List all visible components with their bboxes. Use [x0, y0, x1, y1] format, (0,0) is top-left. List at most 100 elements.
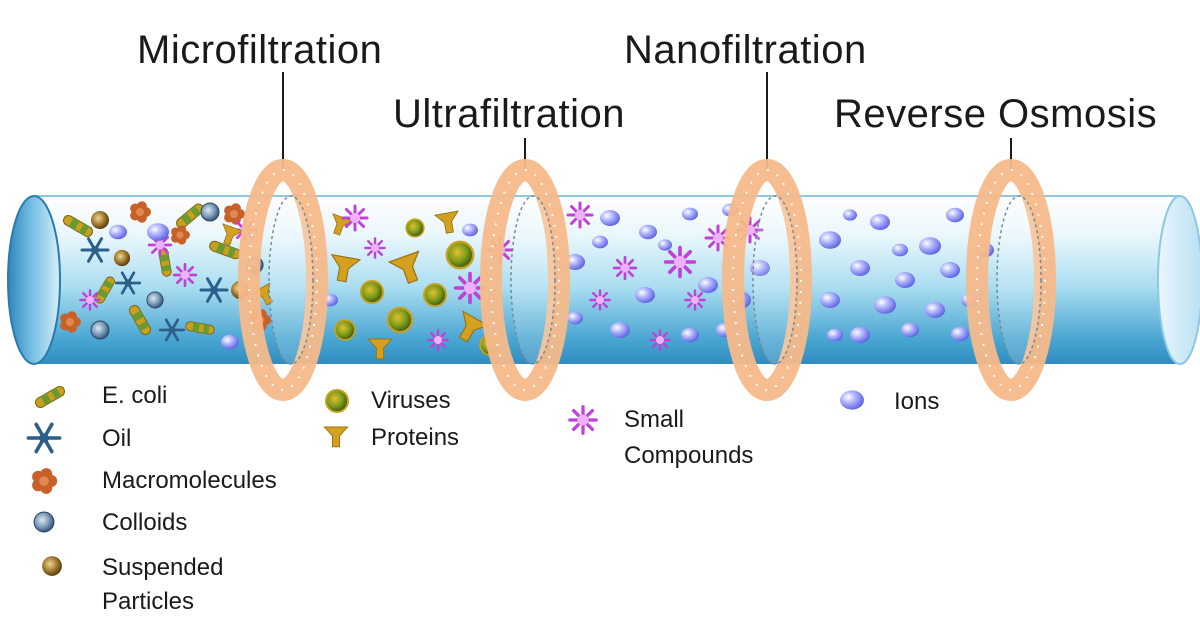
- membrane-ring: [722, 159, 812, 401]
- ecoli-particle: [62, 215, 94, 237]
- ion-particle: [600, 210, 620, 226]
- ion-particle: [919, 237, 941, 255]
- small-compound-particle: [172, 262, 198, 288]
- ion-particle: [940, 262, 960, 278]
- ecoli-particle: [129, 304, 151, 336]
- oil-particle: [26, 422, 62, 454]
- ion-particle: [827, 328, 843, 342]
- ultrafiltration-label: Ultrafiltration: [393, 92, 626, 136]
- oil-particle: [114, 271, 142, 295]
- ion-particle: [639, 224, 657, 240]
- microfiltration-label: Microfiltration: [137, 28, 383, 72]
- small-compound-particle: [568, 405, 598, 435]
- tube-right-end: [1157, 195, 1200, 365]
- ion-particle: [951, 326, 969, 342]
- small-compound-particle: [684, 289, 706, 311]
- ecoli-particle: [34, 386, 66, 408]
- virus-particle: [386, 306, 414, 334]
- ion-particle: [635, 287, 655, 303]
- legend-viruses-label: Viruses: [371, 387, 451, 414]
- virus-particle: [405, 218, 425, 238]
- ion-particle: [892, 243, 908, 257]
- legend-oil-label: Oil: [102, 425, 132, 452]
- ion-particle: [843, 209, 857, 221]
- small-compound-particle: [649, 329, 671, 351]
- ecoli-particle: [185, 321, 215, 335]
- legend-proteins-label: Proteins: [371, 424, 460, 451]
- small-compound-particle: [566, 201, 594, 229]
- ion-particle: [820, 292, 840, 308]
- ion-particle: [874, 296, 896, 314]
- ion-particle: [946, 207, 964, 223]
- nanofiltration-label: Nanofiltration: [624, 28, 867, 72]
- ion-particle: [610, 322, 630, 338]
- colloid-particle: [200, 202, 220, 222]
- colloid-particle: [146, 291, 164, 309]
- virus-particle: [360, 280, 384, 304]
- ecoli-particle: [209, 240, 241, 260]
- protein-particle: [251, 282, 274, 306]
- ion-particle: [681, 327, 699, 343]
- tube-left-opening: [7, 195, 61, 365]
- legend-macromolecules-label: Macromolecules: [102, 467, 277, 494]
- ecoli-particle: [95, 276, 115, 304]
- ecoli-particle: [158, 247, 172, 277]
- virus-particle: [445, 240, 475, 270]
- protein-particle: [433, 210, 459, 234]
- suspended-particle: [91, 211, 109, 229]
- small-compound-particle: [427, 329, 449, 351]
- membrane-ring: [966, 159, 1056, 401]
- ion-particle: [750, 260, 770, 276]
- small-compound-particle: [79, 289, 101, 311]
- virus-particle: [423, 283, 447, 307]
- ion-particle: [698, 277, 718, 293]
- oil-particle: [80, 237, 110, 263]
- ion-particle: [870, 214, 890, 230]
- colloid-particle: [90, 320, 110, 340]
- ion-particle: [850, 327, 870, 343]
- colloid-particle: [33, 511, 55, 533]
- macromolecule-particle: [171, 225, 190, 245]
- small-compound-particle: [364, 237, 386, 259]
- ion-particle: [592, 235, 608, 249]
- legend-ions-label: Ions: [894, 388, 940, 415]
- membrane-ring: [238, 159, 328, 401]
- ion-particle: [850, 260, 870, 276]
- legend-colloids-label: Colloids: [102, 509, 188, 536]
- macromolecule-particle: [130, 201, 151, 223]
- small-compound-particle: [663, 245, 697, 279]
- small-compound-particle: [453, 271, 487, 305]
- legend-small-compounds-line2: Compounds: [624, 442, 754, 469]
- membranes-layer: [238, 159, 1056, 401]
- small-compound-particle: [589, 289, 611, 311]
- ion-particle: [658, 239, 672, 251]
- reverse-osmosis-label: Reverse Osmosis: [834, 92, 1158, 136]
- small-compound-particle: [612, 255, 638, 281]
- macromolecule-particle: [224, 203, 245, 225]
- ion-particle: [840, 390, 864, 410]
- protein-particle: [387, 250, 420, 284]
- oil-particle: [199, 277, 229, 303]
- virus-particle: [325, 389, 349, 413]
- legend-icons-layer: [26, 386, 864, 576]
- macromolecule-particle: [32, 468, 58, 494]
- protein-particle: [330, 253, 362, 283]
- legend-ecoli-label: E. coli: [102, 382, 168, 409]
- virus-particle: [334, 319, 356, 341]
- ion-particle: [819, 231, 841, 249]
- protein-particle: [367, 338, 393, 360]
- ion-particle: [895, 272, 915, 288]
- ion-particle: [567, 311, 583, 325]
- legend-small-compounds-line1: Small: [624, 406, 685, 433]
- ion-particle: [221, 334, 239, 350]
- ion-particle: [901, 322, 919, 338]
- ion-particle: [925, 302, 945, 318]
- suspended-particle: [113, 249, 131, 267]
- ion-particle: [109, 224, 127, 240]
- ecoli-particle: [176, 203, 204, 229]
- protein-particle: [323, 426, 349, 448]
- ion-particle: [147, 223, 169, 241]
- macromolecule-particle: [60, 311, 81, 333]
